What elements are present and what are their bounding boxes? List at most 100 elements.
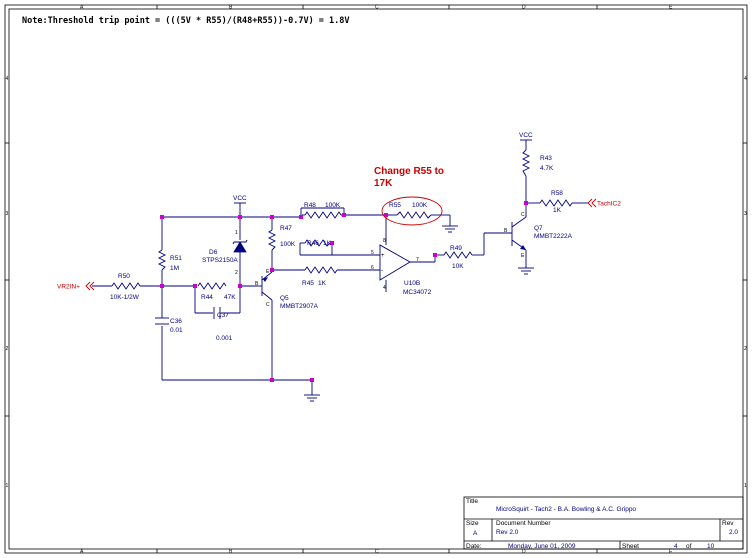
- col-label-a-bottom: A: [80, 549, 84, 555]
- title-block: Title MicroSquirt - Tach2 - B.A. Bowling…: [463, 496, 744, 550]
- pin-q7-b: B: [504, 228, 508, 234]
- net-label-input: VR2IN+: [57, 284, 80, 291]
- r58-value: 1K: [553, 207, 562, 214]
- transistor-q5-symbol: [258, 276, 268, 296]
- row-label-3-right: 3: [744, 211, 747, 217]
- r47-value: 100K: [280, 241, 296, 248]
- change-note-line2: 17K: [374, 178, 393, 189]
- grid-labels: A B C D E A B C D E 4 3 2 1 4 3 2 1: [6, 5, 748, 556]
- transistor-q7-symbol: [520, 245, 526, 250]
- r46-value: 1K: [323, 240, 332, 247]
- date-value: Monday, June 01, 2009: [508, 543, 576, 550]
- ground-symbol-r55: [442, 225, 458, 233]
- r49-ref: R49: [450, 245, 462, 252]
- pin-q7-e: E: [521, 253, 525, 259]
- r43-ref: R43: [540, 155, 552, 162]
- size-value: A: [473, 530, 478, 537]
- c36-value: 0.01: [170, 327, 183, 334]
- output-connector-icon: [587, 198, 597, 208]
- rev-value: 2.0: [729, 529, 738, 536]
- junction-dots: [160, 201, 528, 382]
- sheet-value: 4: [674, 543, 678, 550]
- ground-symbol-bottom: [304, 394, 320, 402]
- col-label-e: E: [669, 5, 673, 11]
- col-label-c-bottom: C: [375, 549, 379, 555]
- capacitor-c36-symbol: [155, 317, 169, 325]
- title-value: MicroSquirt - Tach2 - B.A. Bowling & A.C…: [496, 506, 636, 513]
- row-label-1: 1: [6, 483, 9, 489]
- row-label-4: 4: [6, 76, 9, 82]
- pin-q5-e: E: [266, 269, 270, 275]
- d6-ref: D6: [209, 249, 218, 256]
- q7-ref: Q7: [534, 225, 543, 232]
- r45-ref: R45: [302, 280, 314, 287]
- svg-text:+: +: [381, 253, 385, 259]
- pin-q7-c: C: [521, 212, 525, 218]
- r50-value: 10K-1/2W: [110, 294, 140, 301]
- resistor-r48-symbol: [304, 211, 342, 219]
- r51-ref: R51: [170, 255, 182, 262]
- q5-value: MMBT2907A: [280, 303, 319, 310]
- col-label-c: C: [375, 5, 379, 11]
- resistor-r49-symbol: [443, 251, 473, 259]
- row-label-4-right: 4: [744, 76, 747, 82]
- col-label-b-bottom: B: [229, 549, 233, 555]
- input-connector-icon: [85, 281, 95, 291]
- change-note-line1: Change R55 to: [374, 166, 444, 177]
- sheets-value: 10: [707, 543, 715, 550]
- pin-u10-4: 4: [383, 285, 386, 291]
- docnum-value: Rev 2.0: [496, 529, 519, 536]
- title-label: Title: [466, 498, 478, 505]
- pin-d6-2: 2: [235, 270, 238, 276]
- r55-highlight-ellipse: [381, 196, 443, 226]
- r48-ref: R48: [304, 202, 316, 209]
- r58-ref: R58: [551, 190, 563, 197]
- net-label-output: TachIC2: [597, 201, 621, 208]
- size-label: Size: [466, 520, 479, 527]
- r55-value: 100K: [412, 202, 428, 209]
- r55-ref: R55: [389, 202, 401, 209]
- resistor-r43-symbol: [521, 149, 531, 177]
- threshold-note: Note:Threshold trip point = (((5V * R55)…: [22, 15, 350, 26]
- u10-value: MC34072: [403, 289, 432, 296]
- col-label-a: A: [80, 5, 84, 11]
- svg-text:-: -: [381, 268, 383, 274]
- vcc-label-right: VCC: [519, 132, 533, 139]
- r44-ref: R44: [201, 294, 213, 301]
- resistor-r51-symbol: [157, 249, 167, 271]
- resistor-r50-symbol: [111, 282, 141, 290]
- of-label: of: [686, 543, 692, 550]
- pin-u10-8: 8: [383, 238, 386, 244]
- r45-value: 1K: [318, 280, 327, 287]
- r51-value: 1M: [170, 265, 179, 272]
- pin-d6-1: 1: [235, 230, 238, 236]
- r49-value: 10K: [452, 263, 464, 270]
- pin-u10-6: 6: [371, 265, 374, 271]
- u10-ref: U10B: [404, 280, 420, 287]
- r43-value: 4.7K: [540, 165, 554, 172]
- row-label-2: 2: [6, 346, 9, 352]
- r44-value: 47K: [224, 294, 236, 301]
- c36-ref: C36: [170, 318, 182, 325]
- pin-u10-5: 5: [371, 250, 374, 256]
- sheet-label: Sheet: [622, 543, 639, 550]
- pin-u10-7: 7: [416, 257, 419, 263]
- opamp-u10b-symbol: + -: [376, 244, 411, 281]
- resistor-r46-symbol: [304, 239, 331, 247]
- sheet-border: [4, 4, 748, 554]
- row-label-3: 3: [6, 211, 9, 217]
- resistor-r45-symbol: [304, 266, 338, 274]
- rev-label: Rev: [722, 520, 734, 527]
- r48-value: 100K: [325, 202, 341, 209]
- row-label-2-right: 2: [744, 346, 747, 352]
- r50-ref: R50: [118, 273, 130, 280]
- date-label: Date:: [466, 543, 482, 550]
- resistor-r58-symbol: [539, 199, 573, 207]
- vcc-label-left: VCC: [233, 195, 247, 202]
- c37-ref: C37: [217, 312, 229, 319]
- resistor-r44-symbol: [197, 282, 227, 290]
- row-label-1-right: 1: [744, 483, 747, 489]
- col-label-d-bottom: D: [522, 549, 526, 555]
- diode-d6-symbol: [232, 239, 248, 253]
